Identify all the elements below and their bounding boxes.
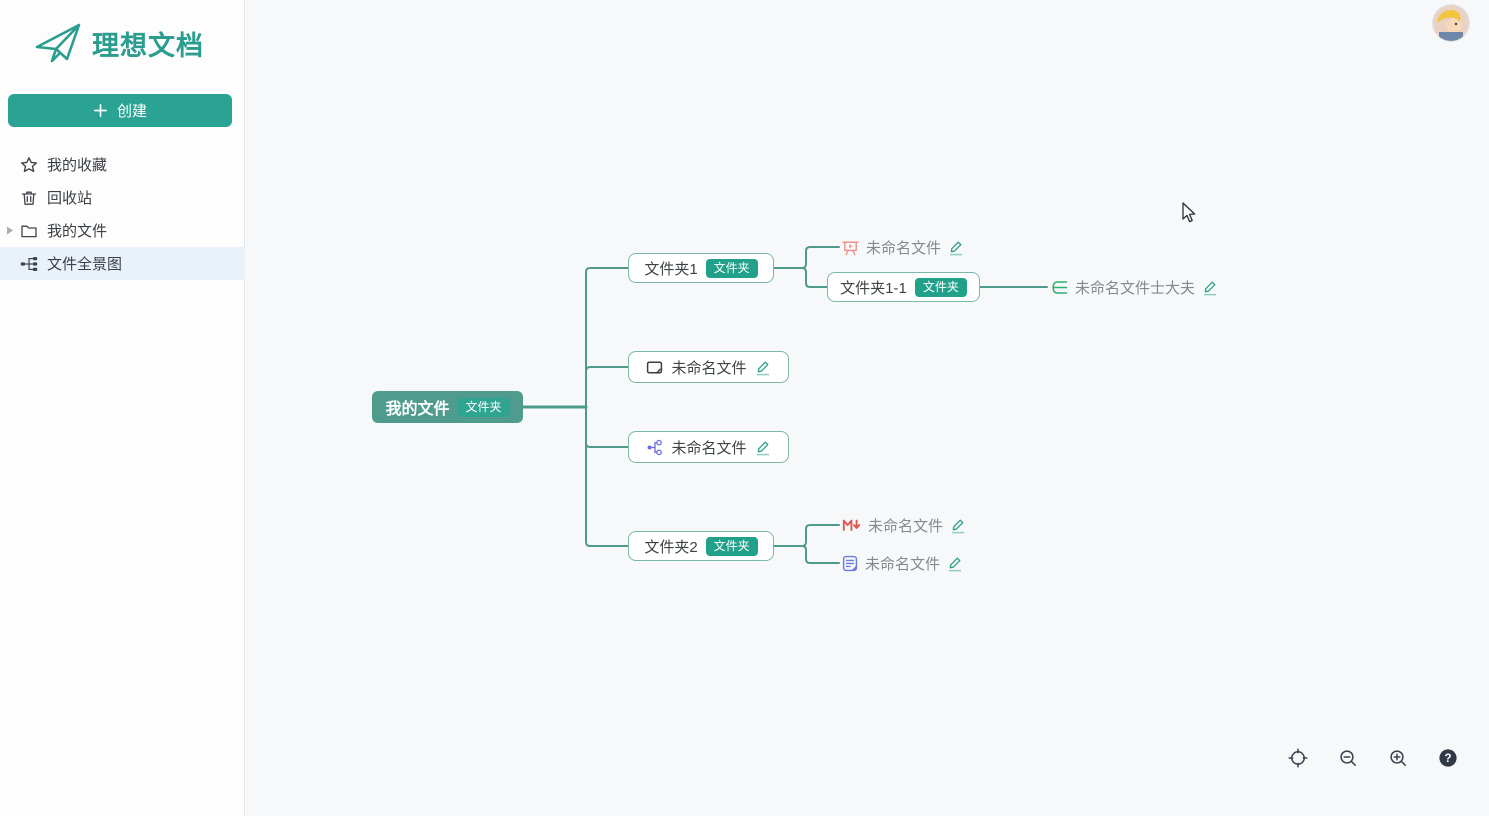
sidebar-item-favorites[interactable]: 我的收藏 [0,148,245,181]
sidebar-item-recycle-bin[interactable]: 回收站 [0,181,245,214]
edit-pencil-icon[interactable] [1202,279,1218,296]
paper-plane-logo-icon [35,23,81,63]
node-label: 未命名文件 [865,555,941,573]
sidebar-menu: 我的收藏 回收站 我的文件 文件全景图 [0,148,245,280]
node-label: 未命名文件 [671,359,747,377]
document-icon [842,555,858,571]
edit-pencil-icon[interactable] [755,359,771,376]
node-file-document[interactable]: 未命名文件 [842,551,963,575]
whiteboard-icon [647,360,663,374]
folder-badge: 文件夹 [705,536,758,556]
sidebar-item-label: 我的文件 [47,223,108,240]
node-label: 文件夹1-1 [840,279,907,297]
help-question-mark: ? [1444,753,1451,765]
node-file-markdown[interactable]: 未命名文件 [842,513,966,537]
edit-pencil-icon[interactable] [755,439,771,456]
expand-caret-icon[interactable] [6,226,14,235]
node-label: 文件夹2 [644,538,698,556]
edit-pencil-icon[interactable] [950,517,966,534]
create-button-label: 创建 [116,103,147,120]
canvas-controls: ? [1288,748,1458,768]
sidebar-item-my-files[interactable]: 我的文件 [0,214,245,247]
plus-icon [94,104,107,117]
node-label: 文件夹1 [644,260,698,278]
mindmap-canvas[interactable]: 我的文件 文件夹 文件夹1 文件夹 未命名文件 文件夹1-1 文件夹 未命名文件… [245,0,1489,816]
avatar[interactable] [1433,5,1469,41]
zoom-out-button[interactable] [1338,748,1358,768]
star-icon [21,156,37,172]
sidebar-item-label: 我的收藏 [47,157,108,174]
node-label: 未命名文件 [866,239,942,257]
flowchart-icon [648,439,663,455]
node-label: 未命名文件士大夫 [1075,279,1196,297]
tree-connectors [521,246,1048,564]
fit-view-button[interactable] [1288,748,1308,768]
folder-badge: 文件夹 [457,397,510,417]
node-label: 我的文件 [385,401,450,418]
logo: 理想文档 [0,0,244,64]
mindmap-doc-icon [1052,280,1068,294]
avatar-image [1433,5,1469,41]
trash-icon [21,191,37,205]
presentation-icon [842,241,859,255]
edit-pencil-icon[interactable] [948,239,964,256]
node-folder1[interactable]: 文件夹1 文件夹 [628,253,774,283]
markdown-icon [842,519,861,531]
mindmap-icon [20,256,38,271]
node-file-whiteboard[interactable]: 未命名文件 [628,351,789,383]
sidebar-item-label: 文件全景图 [47,256,123,273]
node-file-mindmap[interactable]: 未命名文件士大夫 [1050,275,1218,299]
node-label: 未命名文件 [671,439,747,457]
node-folder2[interactable]: 文件夹2 文件夹 [628,531,774,561]
sidebar-item-label: 回收站 [47,190,93,207]
node-label: 未命名文件 [868,517,944,535]
app-title: 理想文档 [92,30,204,61]
folder-badge: 文件夹 [914,277,967,297]
sidebar-item-file-panorama[interactable]: 文件全景图 [0,247,245,280]
node-file-presentation[interactable]: 未命名文件 [842,235,964,259]
node-root-my-files[interactable]: 我的文件 文件夹 [372,391,523,423]
folder-icon [21,225,37,237]
node-file-flowchart[interactable]: 未命名文件 [628,431,789,463]
zoom-in-button[interactable] [1388,748,1408,768]
sidebar: 理想文档 创建 我的收藏 回收站 我的文件 [0,0,245,816]
help-button[interactable]: ? [1438,748,1458,768]
folder-badge: 文件夹 [705,258,758,278]
node-folder1-1[interactable]: 文件夹1-1 文件夹 [827,272,980,302]
create-button[interactable]: 创建 [8,94,232,127]
edit-pencil-icon[interactable] [947,555,963,572]
